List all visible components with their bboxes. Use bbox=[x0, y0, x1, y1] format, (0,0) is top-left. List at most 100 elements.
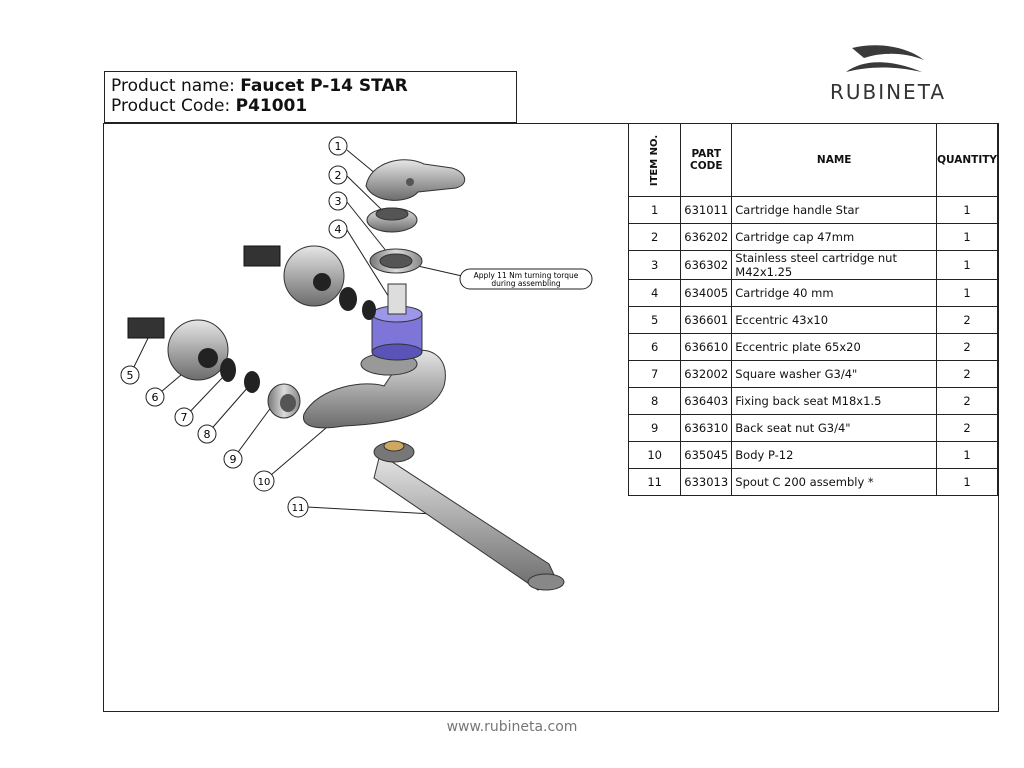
cartridge-cap bbox=[366, 207, 418, 233]
bom-cell-item: 6 bbox=[627, 333, 682, 361]
bom-cell-code: 636310 bbox=[680, 414, 733, 442]
bom-cell-name: Square washer G3/4" bbox=[731, 360, 938, 388]
cartridge-nut bbox=[369, 248, 423, 274]
svg-text:4: 4 bbox=[335, 223, 342, 236]
bom-cell-code: 636202 bbox=[680, 223, 733, 251]
product-name: Faucet P-14 STAR bbox=[240, 76, 408, 96]
bom-cell-item: 8 bbox=[627, 387, 682, 415]
bom-cell-code: 632002 bbox=[680, 360, 733, 388]
bom-header-part: PART CODE bbox=[680, 123, 733, 197]
body bbox=[303, 349, 446, 429]
bom-cell-code: 633013 bbox=[680, 468, 733, 496]
svg-text:3: 3 bbox=[335, 195, 342, 208]
bom-cell-item: 7 bbox=[627, 360, 682, 388]
bom-cell-qty: 1 bbox=[936, 250, 998, 280]
bom-cell-qty: 1 bbox=[936, 196, 998, 224]
bom-cell-item: 9 bbox=[627, 414, 682, 442]
callout-11: 11 bbox=[287, 496, 309, 518]
bom-cell-item: 11 bbox=[627, 468, 682, 496]
bom-cell-code: 636601 bbox=[680, 306, 733, 334]
logo-text: RUBINETA bbox=[829, 80, 947, 104]
eccentric-lower bbox=[127, 317, 301, 419]
product-code: P41001 bbox=[235, 96, 308, 116]
product-title-box: Product name: Faucet P-14 STAR Product C… bbox=[104, 71, 517, 123]
callout-9: 9 bbox=[223, 449, 243, 469]
cartridge bbox=[371, 283, 423, 361]
bom-cell-qty: 1 bbox=[936, 468, 998, 496]
rubineta-logo: RUBINETA bbox=[818, 40, 958, 104]
bom-cell-qty: 1 bbox=[936, 223, 998, 251]
bom-cell-item: 10 bbox=[627, 441, 682, 469]
svg-text:during assembling: during assembling bbox=[491, 279, 561, 288]
rubineta-swoosh-logo-icon bbox=[846, 45, 924, 72]
svg-text:8: 8 bbox=[204, 428, 211, 441]
bom-cell-name: Fixing back seat M18x1.5 bbox=[731, 387, 938, 415]
bom-header-qty: QUANTITY bbox=[936, 123, 998, 197]
torque-note: Apply 11 Nm turning torque during assemb… bbox=[459, 268, 593, 290]
callout-8: 8 bbox=[197, 424, 217, 444]
svg-text:11: 11 bbox=[292, 503, 305, 514]
eccentric-upper bbox=[243, 245, 376, 320]
handle bbox=[365, 159, 466, 201]
bom-cell-name: Body P-12 bbox=[731, 441, 938, 469]
callout-5: 5 bbox=[120, 365, 140, 385]
exploded-view-drawing: 1 2 3 4 5 6 7 8 9 10 11 Apply 11 Nm bbox=[120, 136, 593, 591]
bom-cell-name: Cartridge handle Star bbox=[731, 196, 938, 224]
product-name-line: Product name: Faucet P-14 STAR bbox=[111, 76, 510, 96]
bom-cell-name: Stainless steel cartridge nut M42x1.25 bbox=[731, 250, 938, 280]
svg-text:7: 7 bbox=[181, 411, 188, 424]
callout-1: 1 bbox=[328, 136, 348, 156]
product-name-label: Product name: bbox=[111, 76, 241, 96]
svg-text:6: 6 bbox=[152, 391, 159, 404]
bom-cell-item: 4 bbox=[627, 279, 682, 307]
bom-cell-name: Cartridge 40 mm bbox=[731, 279, 938, 307]
bom-cell-name: Back seat nut G3/4" bbox=[731, 414, 938, 442]
bom-cell-item: 3 bbox=[627, 250, 682, 280]
bom-cell-code: 636302 bbox=[680, 250, 733, 280]
bom-cell-name: Spout C 200 assembly * bbox=[731, 468, 938, 496]
bom-cell-code: 636610 bbox=[680, 333, 733, 361]
bom-header-row: ITEM NO. PART CODE NAME QUANTITY bbox=[627, 123, 998, 197]
bom-cell-code: 634005 bbox=[680, 279, 733, 307]
bom-cell-name: Eccentric 43x10 bbox=[731, 306, 938, 334]
bom-cell-qty: 1 bbox=[936, 279, 998, 307]
svg-text:2: 2 bbox=[335, 169, 342, 182]
bom-cell-qty: 2 bbox=[936, 333, 998, 361]
spout bbox=[373, 440, 565, 591]
bom-cell-code: 631011 bbox=[680, 196, 733, 224]
bom-cell-code: 635045 bbox=[680, 441, 733, 469]
callout-7: 7 bbox=[174, 407, 194, 427]
bom-cell-qty: 2 bbox=[936, 414, 998, 442]
callout-4: 4 bbox=[328, 219, 348, 239]
bom-cell-item: 2 bbox=[627, 223, 682, 251]
svg-text:1: 1 bbox=[335, 140, 342, 153]
drawing-frame bbox=[103, 123, 999, 712]
bom-cell-qty: 2 bbox=[936, 306, 998, 334]
svg-text:9: 9 bbox=[230, 453, 237, 466]
bom-header-name: NAME bbox=[731, 123, 938, 197]
product-code-line: Product Code: P41001 bbox=[111, 96, 510, 116]
bom-header-item: ITEM NO. bbox=[627, 123, 682, 197]
bom-cell-name: Cartridge cap 47mm bbox=[731, 223, 938, 251]
callout-6: 6 bbox=[145, 387, 165, 407]
svg-text:5: 5 bbox=[127, 369, 134, 382]
svg-text:Apply 11 Nm turning torque: Apply 11 Nm turning torque bbox=[474, 271, 579, 280]
bom-cell-qty: 2 bbox=[936, 387, 998, 415]
bom-cell-qty: 1 bbox=[936, 441, 998, 469]
callout-3: 3 bbox=[328, 191, 348, 211]
bom-cell-code: 636403 bbox=[680, 387, 733, 415]
callout-10: 10 bbox=[253, 470, 275, 492]
